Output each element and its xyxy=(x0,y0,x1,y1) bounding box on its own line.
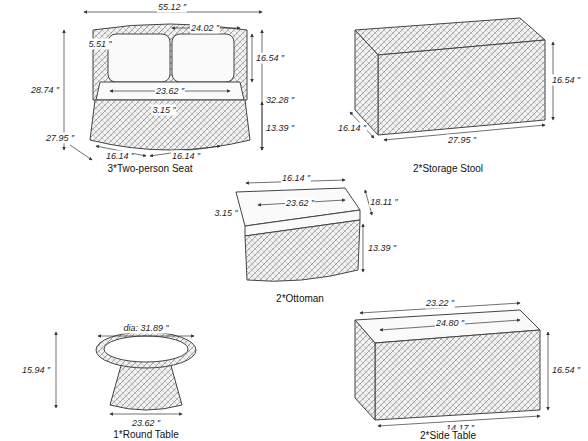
dimension-label: 24.02 ″ xyxy=(190,23,220,34)
dimension-label: 16.54 ″ xyxy=(551,75,581,86)
dimension-label: dia: 31.89 ″ xyxy=(122,323,169,334)
dimension-label: 23.62 ″ xyxy=(285,198,315,209)
dimension-label: 3.15 ″ xyxy=(151,105,176,116)
caption-label: 3*Two-person Seat xyxy=(106,163,193,174)
dimension-label: 15.94 ″ xyxy=(21,365,51,376)
dimension-label: 24.80 ″ xyxy=(435,318,465,329)
dimension-label: 32.28 ″ xyxy=(265,95,295,106)
dimension-label: 5.51 ″ xyxy=(87,39,112,50)
dimension-label: 16.14 ″ xyxy=(281,173,311,184)
dimension-label: 18.11 ″ xyxy=(369,197,399,208)
dimension-label: 55.12 ″ xyxy=(157,1,187,12)
caption-label: 2*Side Table xyxy=(419,429,477,440)
dimension-label: 13.39 ″ xyxy=(367,243,397,254)
dimension-label: 27.95 ″ xyxy=(45,133,75,144)
dimension-label: 3.15 ″ xyxy=(213,208,238,219)
dimension-label: 16.54 ″ xyxy=(255,53,285,64)
dimension-label: 23.62 ″ xyxy=(131,418,161,429)
dimension-label: 16.54 ″ xyxy=(551,365,581,376)
dimension-label: 16.14 ″ xyxy=(337,123,367,134)
dimension-label: 27.95 ″ xyxy=(447,135,477,146)
caption-label: 2*Ottoman xyxy=(275,293,325,304)
caption-label: 2*Storage Stool xyxy=(412,163,484,174)
dimension-label: 23.62 ″ xyxy=(155,86,185,97)
dimension-label: 28.74 ″ xyxy=(30,85,60,96)
caption-label: 1*Round Table xyxy=(112,429,179,440)
dimension-label: 13.39 ″ xyxy=(265,123,295,134)
dimension-label: 16.14 ″ xyxy=(105,151,135,162)
dimension-label: 16.14 ″ xyxy=(171,151,201,162)
dimension-label: 23.22 ″ xyxy=(425,298,455,309)
